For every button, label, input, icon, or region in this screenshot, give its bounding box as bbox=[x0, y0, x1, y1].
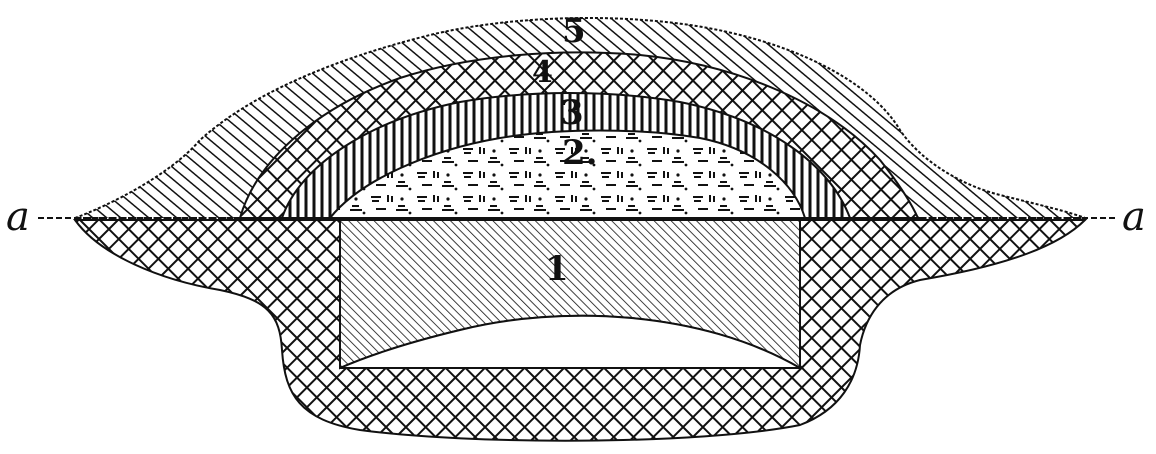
label-edge-right: a bbox=[1122, 194, 1146, 240]
label-layer-3: 3 bbox=[560, 93, 584, 133]
label-layer-2: 2. bbox=[562, 133, 598, 173]
label-edge-left: a bbox=[6, 194, 30, 240]
label-layer-4: 4 bbox=[532, 55, 553, 90]
label-layer-1: 1 bbox=[545, 249, 569, 289]
label-layer-5: 5 bbox=[562, 11, 586, 51]
